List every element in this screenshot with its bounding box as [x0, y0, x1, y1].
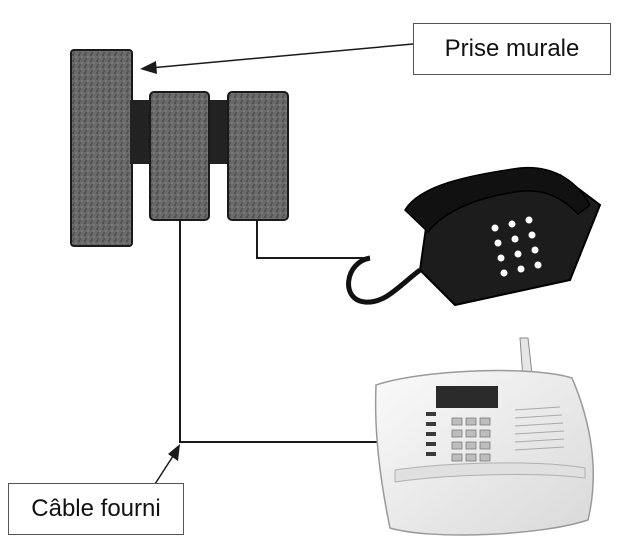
connector-plugs: [130, 100, 230, 164]
arrow-to-wall-socket: [140, 43, 414, 74]
supplied-cable-label-text: Câble fourni: [31, 495, 161, 522]
arrow-to-cable: [154, 444, 180, 485]
phone-adapter-icon: [149, 91, 210, 221]
wall-socket-label-text: Prise murale: [444, 35, 580, 62]
supplied-cable-label: Câble fourni: [8, 483, 184, 535]
alarm-panel-icon: [374, 337, 594, 536]
wall-socket-icon: [70, 49, 133, 247]
wall-socket-label: Prise murale: [413, 23, 611, 75]
desk-telephone-icon: [346, 166, 602, 307]
phone-adapter-icon: [227, 91, 289, 221]
supplied-cable-line: [179, 220, 384, 443]
telephone-cable: [256, 220, 370, 259]
